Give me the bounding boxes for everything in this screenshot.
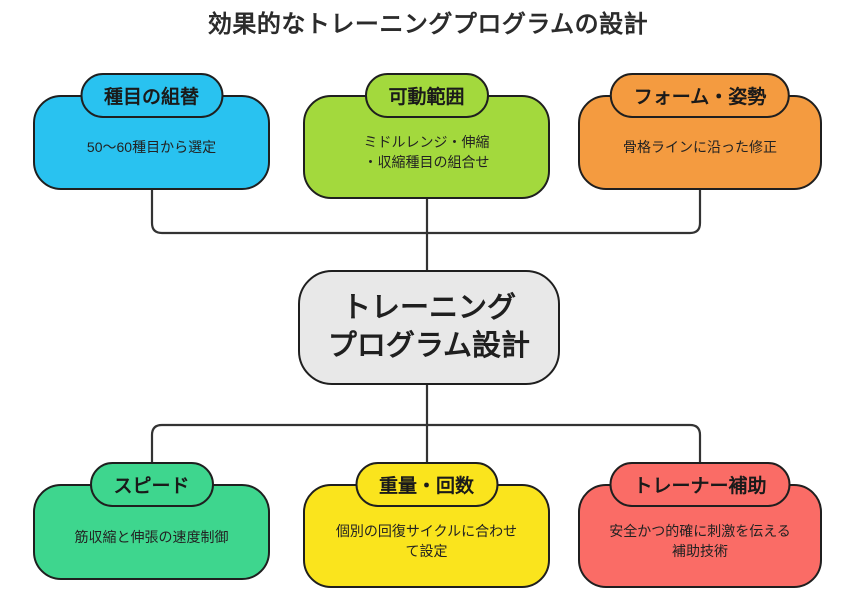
node-trainer-assist-badge: トレーナー補助 bbox=[609, 462, 791, 507]
node-exercise-selection-description: 50〜60種目から選定 bbox=[86, 139, 217, 156]
node-weight-reps-label: 重量・回数 bbox=[378, 476, 475, 497]
node-weight-reps-description: 個別の回復サイクルに合わせ て設定 bbox=[335, 522, 518, 559]
node-speed-label: スピード bbox=[113, 476, 190, 497]
node-speed-badge: スピード bbox=[89, 462, 214, 507]
bottom-bus-connector bbox=[150, 423, 702, 464]
node-range-of-motion-badge: 可動範囲 bbox=[364, 73, 489, 118]
node-form-posture-label: フォーム・姿勢 bbox=[633, 87, 767, 108]
node-form-posture-badge: フォーム・姿勢 bbox=[609, 73, 791, 118]
node-range-of-motion-label: 可動範囲 bbox=[388, 87, 465, 108]
node-speed-description: 筋収縮と伸張の速度制御 bbox=[74, 528, 229, 545]
node-training-program-design: トレーニング プログラム設計 bbox=[298, 270, 560, 385]
diagram-title: 効果的なトレーニングプログラムの設計 bbox=[207, 11, 649, 38]
node-exercise-selection-label: 種目の組替 bbox=[103, 87, 200, 108]
node-weight-reps-badge: 重量・回数 bbox=[354, 462, 499, 507]
node-training-program-design-label: トレーニング プログラム設計 bbox=[327, 291, 531, 362]
node-range-of-motion-description: ミドルレンジ・伸縮 ・収縮種目の組合せ bbox=[363, 133, 490, 170]
node-form-posture-description: 骨格ラインに沿った修正 bbox=[623, 139, 777, 156]
node-trainer-assist-description: 安全かつ的確に刺激を伝える 補助技術 bbox=[609, 522, 791, 559]
node-weight-reps-body: 個別の回復サイクルに合わせ て設定 bbox=[303, 484, 550, 588]
node-exercise-selection-badge: 種目の組替 bbox=[79, 73, 224, 118]
node-trainer-assist-label: トレーナー補助 bbox=[633, 476, 767, 497]
